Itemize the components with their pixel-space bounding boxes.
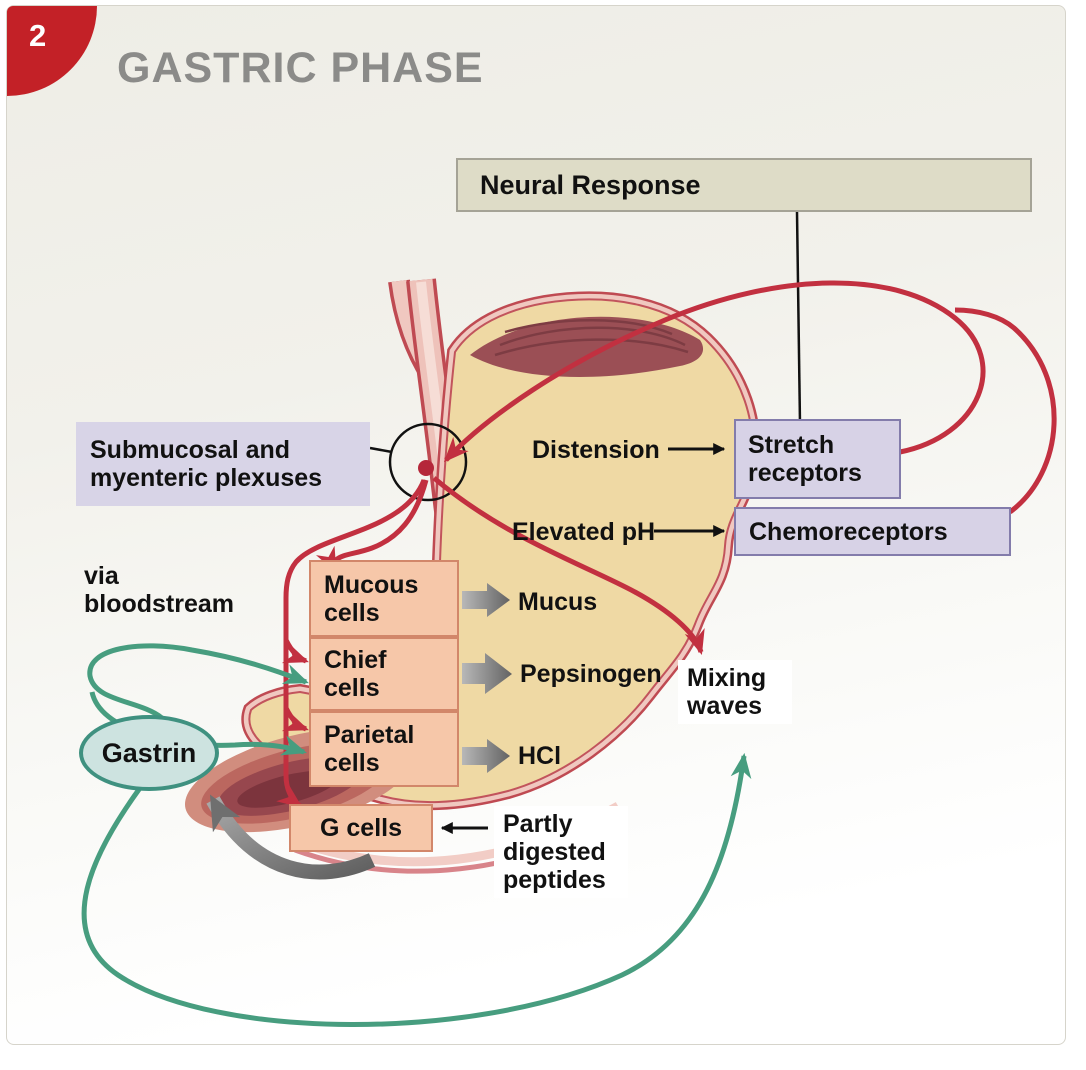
distension-label: Distension xyxy=(532,436,660,464)
neural-response-line xyxy=(795,211,802,425)
secretion-arrow-pepsinogen xyxy=(462,653,512,694)
fundus-muscle xyxy=(470,316,704,377)
elevated-ph-label: Elevated pH xyxy=(512,518,656,546)
hcl-label: HCl xyxy=(518,742,562,770)
red-arrow-branch-parietal-cells xyxy=(281,706,309,732)
plexus-connector-line xyxy=(369,446,393,454)
partly-digested-peptides-label: Partly digested peptides xyxy=(494,806,628,898)
red-neural-pathways xyxy=(276,280,1057,808)
red-arrow-plexus-to-mixing-waves xyxy=(432,476,705,655)
diagram-title: GASTRIC PHASE xyxy=(117,44,484,92)
phase-number: 2 xyxy=(29,18,47,53)
mixing-waves-label: Mixing waves xyxy=(678,660,792,724)
mucus-label: Mucus xyxy=(518,588,598,616)
mucous-cells-box: Mucous cells xyxy=(309,560,459,637)
plexus-dot xyxy=(418,460,434,476)
green-arrow-gastrin-to-mixing-waves xyxy=(81,752,752,1027)
red-arrow-plexus-to-g-cells xyxy=(276,479,427,808)
gray-arrow-g-cells-to-gastrin xyxy=(206,794,376,880)
red-arrow-receptors-to-plexus xyxy=(443,280,986,463)
secretion-arrows xyxy=(462,583,512,773)
black-pointer-arrows xyxy=(440,443,726,834)
red-arrow-branch-chief-cells xyxy=(281,638,309,664)
parietal-cells-box: Parietal cells xyxy=(309,711,459,787)
submucosal-plexuses-box: Submucosal and myenteric plexuses xyxy=(76,422,370,506)
neural-response-box: Neural Response xyxy=(456,158,1032,212)
chief-cells-box: Chief cells xyxy=(309,637,459,711)
pepsinogen-label: Pepsinogen xyxy=(520,660,662,688)
via-bloodstream-label: via bloodstream xyxy=(84,562,235,618)
green-arrow-gastrin-to-chief-cells xyxy=(87,643,309,721)
g-cells-box: G cells xyxy=(289,804,433,852)
secretion-arrow-mucus xyxy=(462,583,510,617)
stomach-illustration xyxy=(184,278,753,874)
gastrin-ellipse: Gastrin xyxy=(79,715,219,791)
chemoreceptors-box: Chemoreceptors xyxy=(734,507,1011,556)
stretch-receptors-box: Stretch receptors xyxy=(734,419,901,499)
secretion-arrow-hcl xyxy=(462,739,510,773)
red-arrow-chemoreceptor-loop xyxy=(954,307,1057,515)
